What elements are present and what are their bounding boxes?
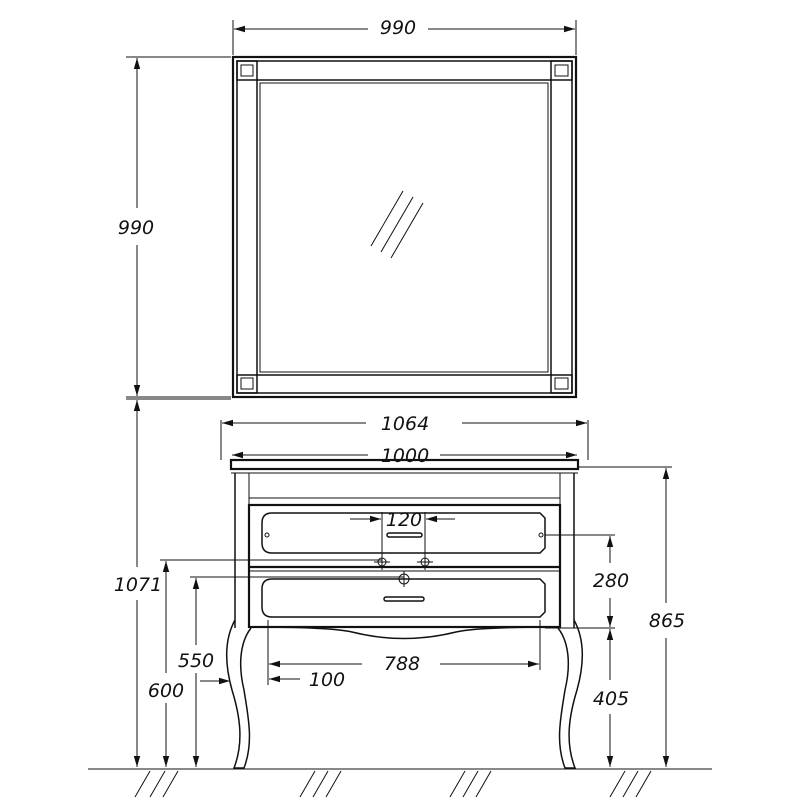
overall-height-label: 1071 bbox=[114, 574, 162, 596]
cabinet-height-label: 865 bbox=[649, 610, 685, 632]
vanity-counter-width-dimension: 1000 bbox=[232, 445, 577, 467]
right-leg bbox=[557, 619, 584, 769]
side-height-dimension: 600 bbox=[148, 559, 382, 767]
right-hinge-dot bbox=[538, 532, 544, 538]
leg-height-dimension: 405 bbox=[593, 629, 629, 767]
mirror-frame-outer-inset bbox=[236, 60, 573, 394]
vanity-top-width-label: 1064 bbox=[381, 413, 429, 435]
mirror-reflection-lines bbox=[370, 190, 424, 259]
vanity-countertop bbox=[229, 458, 580, 471]
vanity-cabinet bbox=[225, 458, 584, 769]
drain-height-dimension: 550 bbox=[178, 576, 404, 767]
floor-hatching bbox=[134, 770, 652, 798]
left-hinge-dot bbox=[264, 532, 270, 538]
offset-label: 100 bbox=[309, 669, 345, 691]
vanity-apron bbox=[248, 626, 561, 640]
mirror-frame-outer bbox=[231, 55, 578, 399]
vanity-top-width-dimension: 1064 bbox=[220, 413, 589, 460]
side-height-label: 600 bbox=[148, 680, 184, 702]
mirror-width-label: 990 bbox=[380, 17, 416, 39]
mirror-height-dimension: 990 bbox=[118, 56, 231, 398]
floor-line bbox=[88, 768, 712, 798]
mirror bbox=[231, 55, 578, 399]
drain-height-label: 550 bbox=[178, 650, 214, 672]
mirror-height-label: 990 bbox=[118, 217, 154, 239]
mirror-glass bbox=[259, 82, 549, 373]
upper-drawer-handle bbox=[386, 532, 423, 538]
vanity-counter-width-label: 1000 bbox=[381, 445, 429, 467]
upper-drawer-front bbox=[261, 512, 546, 554]
cabinet-height-dimension: 865 bbox=[578, 466, 685, 767]
offset-dimension: 100 bbox=[269, 669, 345, 691]
lower-drawer-handle bbox=[383, 596, 425, 602]
inner-width-dimension: 788 bbox=[267, 620, 541, 685]
overall-height-dimension: 1071 bbox=[114, 398, 231, 767]
drain-mark bbox=[395, 571, 413, 587]
mirror-corner-blocks bbox=[236, 60, 573, 394]
lower-drawer-front bbox=[261, 578, 546, 618]
left-leg bbox=[225, 619, 252, 769]
drawer-height-dimension: 280 bbox=[545, 534, 629, 629]
tap-hole-spacing-label: 120 bbox=[386, 509, 422, 531]
drawer-height-label: 280 bbox=[593, 570, 629, 592]
inner-width-label: 788 bbox=[384, 653, 420, 675]
leg-height-label: 405 bbox=[593, 688, 629, 710]
tap-hole-spacing-dimension: 120 bbox=[350, 509, 455, 560]
mirror-width-dimension: 990 bbox=[232, 17, 577, 55]
mirror-glass-edge bbox=[256, 79, 552, 376]
